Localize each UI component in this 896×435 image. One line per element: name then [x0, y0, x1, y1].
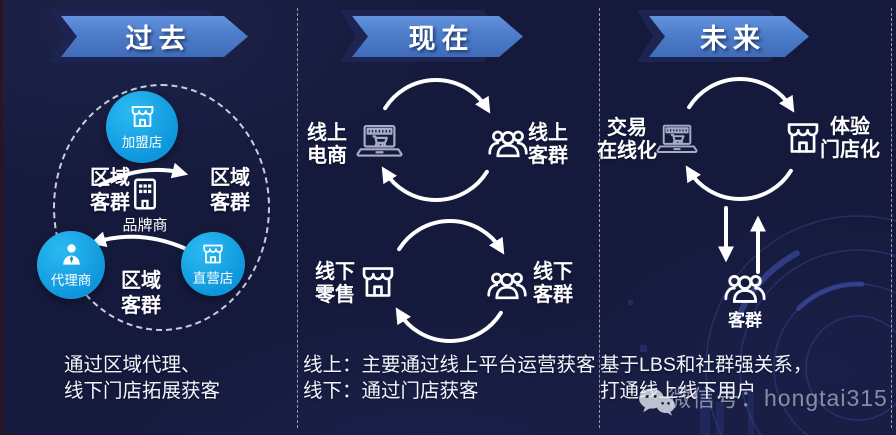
label-online-ecommerce: 线上 电商 [303, 122, 351, 168]
cycle-arrows-offline [395, 219, 505, 343]
label-line: 区域 [121, 270, 161, 292]
node-agent-label: 代理商 [50, 273, 92, 288]
caption-future: 基于LBS和社群强关系， 打通线上线下用户 [600, 352, 812, 404]
label-offline-retail: 线下 零售 [311, 261, 359, 307]
caption-line: 基于LBS和社群强关系， [600, 354, 813, 376]
region-label-right: 区域 客群 [202, 166, 258, 216]
label-line: 客群 [533, 284, 573, 306]
label-line: 线下 [533, 261, 573, 283]
node-franchise-label: 加盟店 [121, 135, 163, 150]
past-dashed-circle [53, 84, 270, 331]
arrow-left-to-right [98, 162, 189, 187]
banner-present-label: 现在 [408, 24, 475, 54]
banner-future-label: 未来 [700, 24, 766, 54]
label-line: 客群 [121, 295, 161, 317]
label-line: 在线化 [597, 140, 657, 162]
watermark-text: 微信号：hongtai315 [668, 385, 888, 411]
person-icon [58, 241, 85, 268]
people-icon [487, 124, 529, 160]
building-icon [127, 175, 163, 213]
label-line: 客群 [210, 192, 250, 214]
label-customers: 客群 [728, 311, 762, 330]
store-icon [129, 103, 156, 130]
banner-future-face: 未来 [649, 16, 809, 57]
label-line: 线下 [315, 261, 355, 283]
region-label-bottom: 区域 客群 [113, 269, 169, 319]
left-edge-strip [0, 0, 3, 435]
label-line: 区域 [210, 167, 250, 189]
store-icon [784, 118, 822, 158]
cycle-arrows-future [685, 77, 795, 201]
label-line: 零售 [315, 284, 355, 306]
laptop-shop-icon [656, 122, 698, 156]
caption-line: 线上：主要通过线上平台运营获客 [303, 354, 596, 376]
label-line: 门店化 [820, 139, 880, 161]
caption-line: 打通线上线下用户 [600, 380, 757, 402]
double-vertical-arrows [718, 206, 766, 274]
people-icon [486, 266, 528, 302]
label-line: 线上 [528, 122, 568, 144]
banner-present-face: 现在 [352, 16, 523, 57]
cycle-arrows-online [381, 78, 491, 202]
caption-past: 通过区域代理、 线下门店拓展获客 [64, 352, 220, 404]
store-icon [359, 262, 397, 302]
node-direct-store: 直营店 [181, 232, 245, 296]
right-edge-divider [891, 8, 892, 428]
banner-past-label: 过去 [125, 24, 192, 54]
label-experience-store: 体验 门店化 [815, 116, 885, 162]
caption-line: 通过区域代理、 [64, 354, 201, 376]
label-line: 交易 [607, 117, 647, 139]
node-direct-store-label: 直营店 [192, 270, 234, 286]
label-line: 客群 [528, 145, 568, 167]
caption-present: 线上：主要通过线上平台运营获客 线下：通过门店获客 [303, 352, 596, 404]
label-line: 线上 [307, 122, 347, 144]
label-line: 体验 [830, 116, 870, 138]
label-online-customers: 线上 客群 [524, 122, 572, 168]
label-transaction-online: 交易 在线化 [594, 117, 660, 163]
banner-future: 未来 [649, 16, 809, 57]
label-line: 电商 [307, 145, 347, 167]
banner-past: 过去 [61, 16, 248, 57]
people-icon [723, 268, 767, 306]
section-divider-1 [297, 8, 298, 428]
caption-line: 线下：通过门店获客 [303, 380, 479, 402]
banner-past-face: 过去 [61, 16, 248, 57]
label-offline-customers: 线下 客群 [529, 261, 577, 307]
node-brand-label: 品牌商 [122, 217, 168, 234]
banner-present: 现在 [352, 16, 523, 57]
node-franchise: 加盟店 [106, 91, 178, 163]
section-divider-2 [599, 8, 600, 428]
laptop-shop-icon [356, 122, 403, 160]
caption-line: 线下门店拓展获客 [64, 380, 221, 402]
label-line: 客群 [90, 192, 130, 214]
store-icon [201, 242, 225, 266]
arrow-right-to-left [89, 231, 186, 250]
node-agent: 代理商 [37, 231, 105, 299]
